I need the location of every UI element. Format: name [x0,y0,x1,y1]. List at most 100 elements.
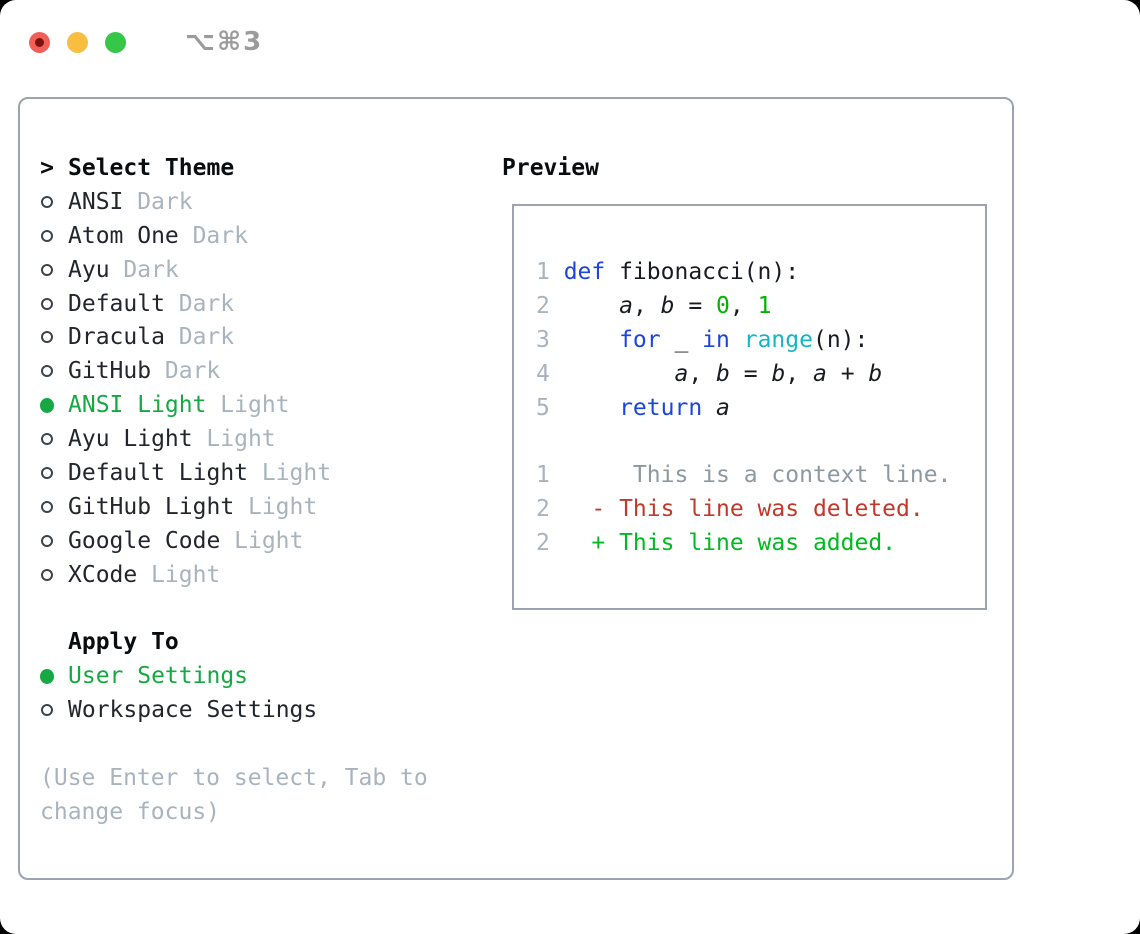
line-number: 2 [536,530,564,557]
theme-option-label: ANSI Light [68,392,207,419]
radio-unselected-icon [41,568,53,581]
code-line: 3 for _ in range(n): [536,326,869,353]
apply-option-label: User Settings [68,663,249,690]
code-line: 1 def fibonacci(n): [536,258,800,285]
theme-variant-label: Dark [137,188,193,215]
radio-unselected-icon [41,229,53,242]
radio-column [40,195,54,208]
line-number: 2 [536,496,564,523]
theme-variant-label: Dark [164,358,221,385]
radio-selected-icon [40,668,54,684]
radio-unselected-icon [41,195,53,208]
minimize-button[interactable] [67,31,88,53]
hint-line-2: change focus) [40,798,221,825]
theme-variant-label: Light [151,561,221,588]
code-line: 2 - This line was deleted. [536,496,924,523]
theme-option-label: Default Light [68,459,249,486]
radio-unselected-icon [41,331,53,344]
apply-option-workspace-settings[interactable]: Workspace Settings [40,693,490,727]
theme-option-default-light[interactable]: Default Light Light [40,456,490,490]
radio-column [40,397,54,413]
preview-title: Preview [502,154,599,181]
line-number: 1 [536,462,564,489]
theme-option-label: XCode [68,561,138,588]
close-button[interactable] [29,31,50,53]
radio-unselected-icon [41,704,53,717]
zoom-button[interactable] [105,31,126,53]
titlebar: ⌥⌘3 [29,27,263,57]
theme-option-label: Ayu [68,256,110,283]
theme-option-github-light[interactable]: GitHub Light Light [40,490,490,524]
theme-variant-label: Light [261,459,332,486]
radio-unselected-icon [41,534,53,547]
theme-option-dracula[interactable]: Dracula Dark [40,320,490,354]
line-number: 5 [536,394,564,421]
theme-variant-label: Dark [178,324,235,351]
theme-option-xcode[interactable]: XCode Light [40,558,490,592]
line-number: 4 [536,360,564,387]
theme-variant-label: Dark [178,290,235,317]
select-theme-title: Select Theme [68,154,235,181]
spacer [40,592,490,626]
code-line: 4 a, b = b, a + b [536,360,883,387]
radio-unselected-icon [41,433,53,446]
code-line: 1 This is a context line. [536,462,952,489]
radio-selected-icon [40,397,54,413]
window-shortcut-label: ⌥⌘3 [185,27,264,57]
apply-option-label: Workspace Settings [68,697,318,724]
theme-option-github[interactable]: GitHub Dark [40,354,490,388]
theme-option-label: Ayu Light [68,426,193,453]
theme-variant-label: Dark [123,256,179,283]
theme-option-ayu[interactable]: Ayu Dark [40,253,490,287]
theme-option-google-code[interactable]: Google Code Light [40,524,490,558]
theme-option-label: Google Code [68,527,221,554]
theme-option-label: ANSI [68,188,124,215]
apply-option-user-settings[interactable]: User Settings [40,659,490,693]
radio-column [40,704,54,717]
theme-variant-label: Light [247,493,318,520]
radio-column [40,534,54,547]
line-number: 3 [536,326,564,353]
radio-column [40,568,54,581]
radio-column [40,229,54,242]
radio-column [40,263,54,276]
radio-unselected-icon [41,500,53,513]
theme-option-label: GitHub [68,358,152,385]
radio-column [40,297,54,310]
apply-to-title: Apply To [68,629,179,656]
spacer [40,727,490,761]
theme-option-label: Dracula [68,324,165,351]
select-theme-header: > Select Theme [40,151,490,185]
radio-unselected-icon [41,365,53,378]
close-dot-icon [35,37,44,47]
radio-column [40,668,54,684]
radio-unselected-icon [41,466,53,479]
radio-unselected-icon [41,297,53,310]
radio-column [40,500,54,513]
radio-column [40,466,54,479]
theme-option-atom-one[interactable]: Atom One Dark [40,219,490,253]
hint-line-1: (Use Enter to select, Tab to [40,764,428,791]
theme-variant-label: Dark [192,222,248,249]
prompt-icon: > [40,154,54,181]
theme-option-label: Atom One [68,222,179,249]
theme-option-ansi[interactable]: ANSI Dark [40,185,490,219]
theme-option-label: GitHub Light [68,493,235,520]
code-line: 5 return a [536,394,730,421]
theme-variant-label: Light [220,392,290,419]
radio-column [40,433,54,446]
theme-variant-label: Light [234,527,304,554]
theme-option-ansi-light[interactable]: ANSI Light Light [40,388,490,422]
code-line: 2 + This line was added. [536,530,897,557]
apply-to-header: Apply To [40,625,490,659]
line-number: 1 [536,258,564,285]
